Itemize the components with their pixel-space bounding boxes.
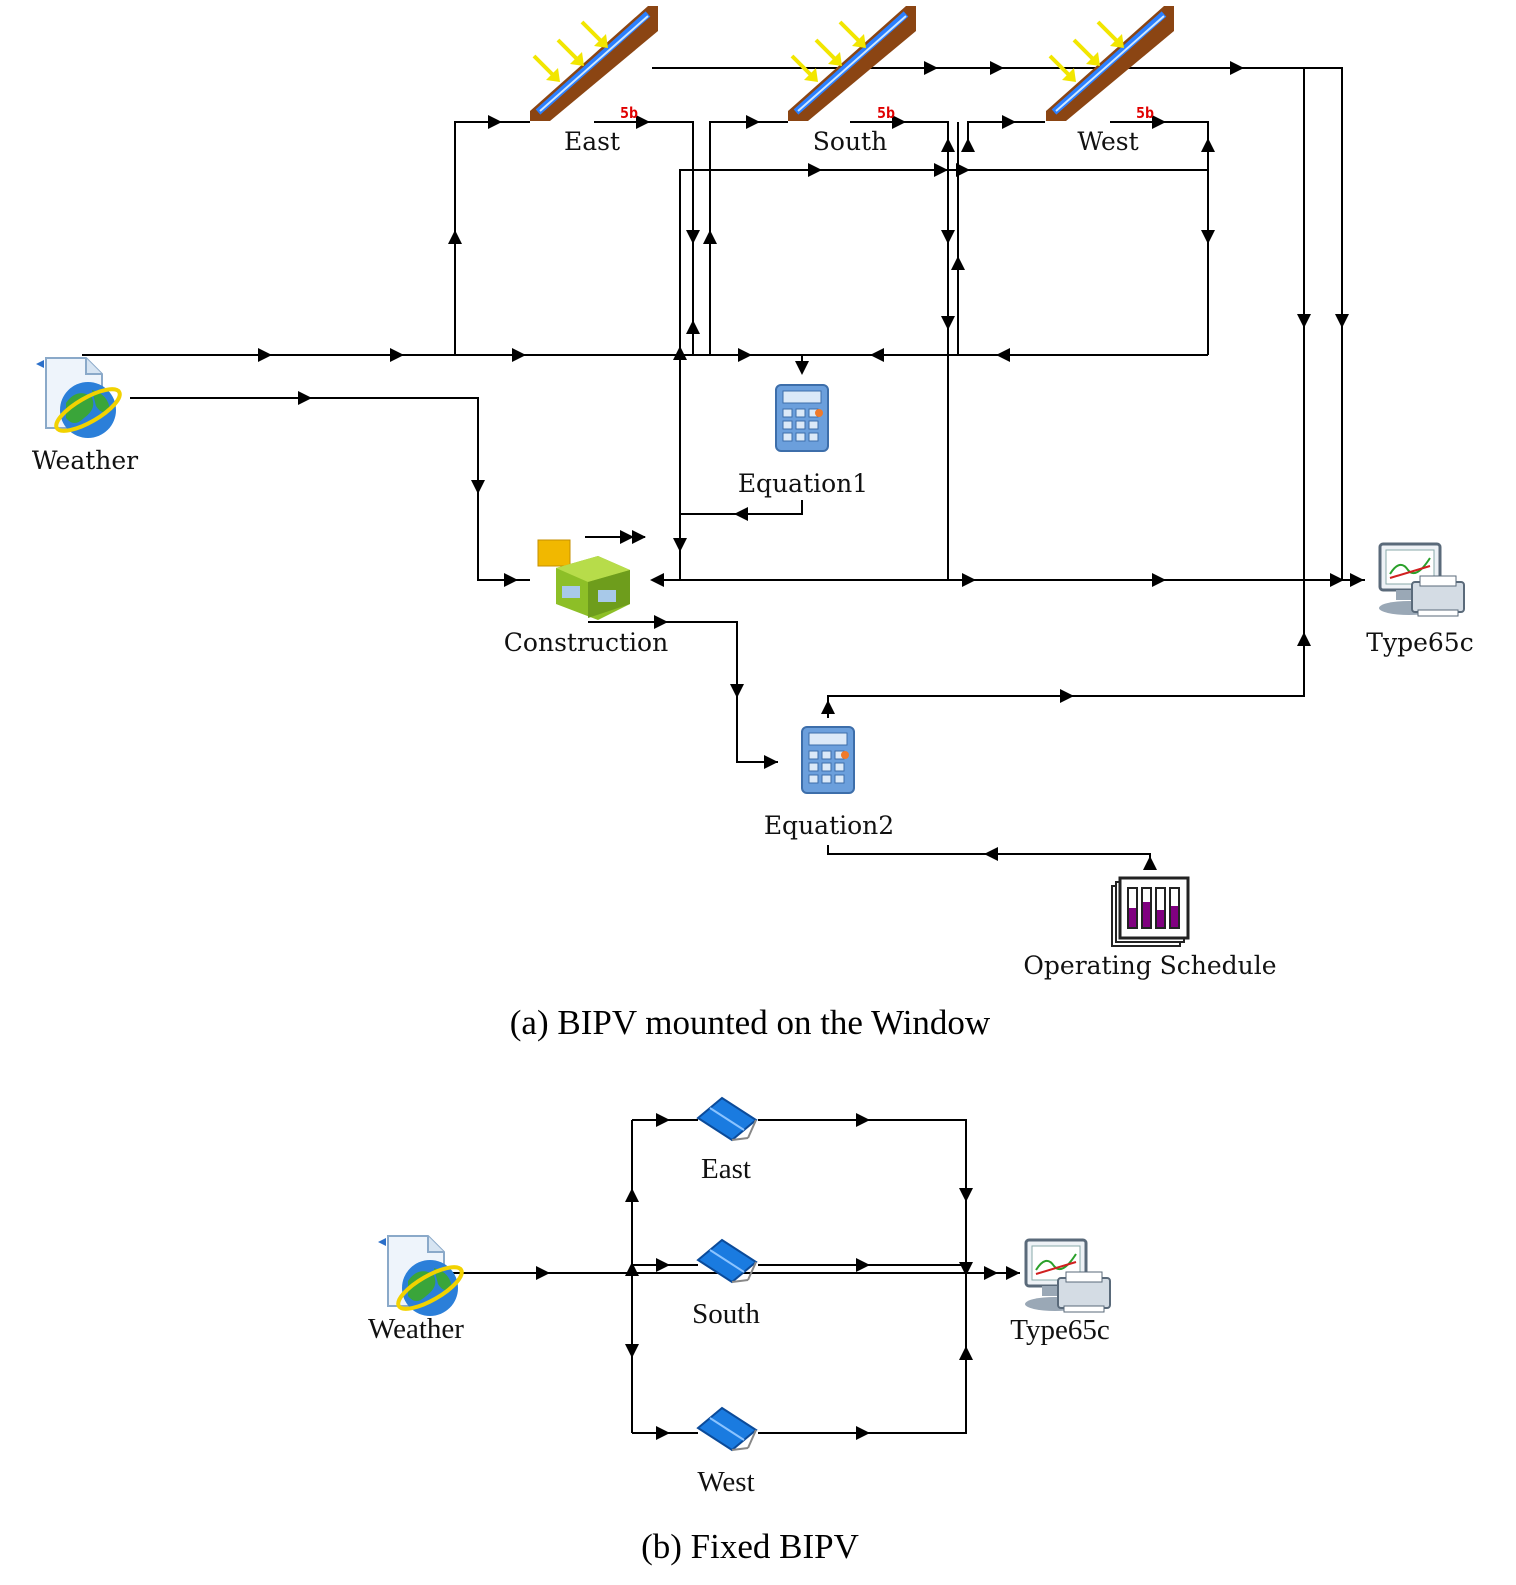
calculator-icon (775, 384, 829, 452)
panel-b-arrowheads (536, 1113, 1020, 1440)
equation1-component[interactable]: Equation1 (738, 384, 868, 498)
construction-component[interactable]: Construction (504, 539, 668, 657)
type65c-component-b[interactable]: Type65c (1010, 1238, 1112, 1346)
equation2-component[interactable]: Equation2 (764, 726, 894, 840)
south-label: South (692, 1298, 760, 1330)
solar-collector-icon (788, 6, 916, 121)
south-label: South (813, 127, 887, 156)
weather-label: Weather (32, 446, 138, 475)
panel-a-arrowheads (258, 61, 1364, 870)
east-collector-a[interactable]: 5b East (530, 6, 658, 156)
east-tag: 5b (620, 104, 638, 122)
type65c-label: Type65c (1366, 628, 1473, 657)
equation2-label: Equation2 (764, 811, 894, 840)
east-label: East (564, 127, 620, 156)
pv-panel-icon (697, 1239, 757, 1283)
type65c-component-a[interactable]: Type65c (1366, 542, 1474, 657)
pv-panel-icon (697, 1097, 757, 1141)
panel-a-connections (82, 67, 1365, 870)
west-tag: 5b (1136, 104, 1154, 122)
type65c-label: Type65c (1010, 1314, 1109, 1346)
west-panel-b[interactable]: West (697, 1407, 757, 1498)
calculator-icon (801, 726, 855, 794)
printer-monitor-icon (1377, 542, 1466, 618)
caption-b: (b) Fixed BIPV (641, 1527, 859, 1566)
south-panel-b[interactable]: South (692, 1239, 760, 1330)
printer-monitor-icon (1023, 1238, 1112, 1314)
south-tag: 5b (877, 104, 895, 122)
caption-a: (a) BIPV mounted on the Window (510, 1003, 991, 1042)
east-label: East (701, 1153, 751, 1185)
schedule-icon (1110, 876, 1190, 948)
weather-component-a[interactable]: Weather (32, 356, 138, 475)
equation1-label: Equation1 (738, 469, 868, 498)
west-label: West (697, 1466, 754, 1498)
operating-schedule-label: Operating Schedule (1023, 951, 1276, 980)
weather-component-b[interactable]: Weather (368, 1234, 470, 1345)
construction-label: Construction (504, 628, 668, 657)
weather-globe-icon (34, 356, 128, 441)
solar-collector-icon (1046, 6, 1174, 121)
building-icon (537, 539, 631, 621)
south-collector-a[interactable]: 5b South (788, 6, 916, 156)
west-collector-a[interactable]: 5b West (1046, 6, 1174, 156)
east-panel-b[interactable]: East (697, 1097, 757, 1185)
weather-globe-icon (376, 1234, 470, 1319)
solar-collector-icon (530, 6, 658, 121)
weather-label: Weather (368, 1313, 464, 1345)
pv-panel-icon (697, 1407, 757, 1451)
west-label: West (1077, 127, 1138, 156)
operating-schedule-component[interactable]: Operating Schedule (1023, 876, 1277, 980)
